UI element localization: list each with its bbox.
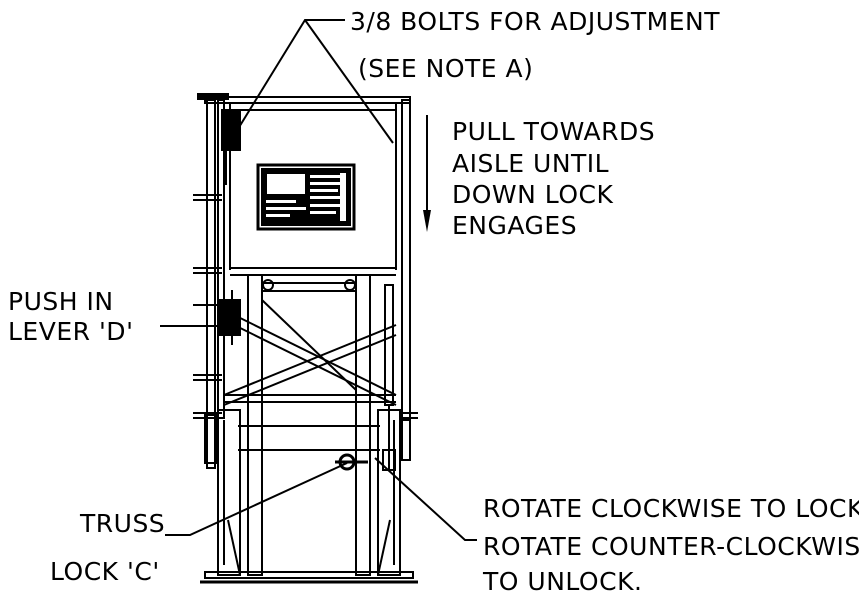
pull-label-line3: DOWN LOCK — [452, 180, 613, 209]
rotate-label-line1: ROTATE CLOCKWISE TO LOCK. — [483, 494, 859, 523]
bolts-leader — [232, 19, 345, 138]
bolts-label-line1: 3/8 BOLTS FOR ADJUSTMENT — [350, 7, 720, 36]
rotate-label-line3: TO UNLOCK. — [482, 567, 642, 596]
lower-leg-left — [217, 409, 241, 576]
push-label-line2: LEVER 'D' — [8, 317, 133, 346]
pull-label-line4: ENGAGES — [452, 211, 577, 240]
truss-label-line2: LOCK 'C' — [50, 557, 160, 586]
truss-label-line1: TRUSS — [79, 509, 165, 538]
top-cap — [197, 93, 229, 100]
cross-bracing — [223, 299, 397, 406]
upper-bolt-bracket — [221, 109, 241, 151]
rotate-leader — [374, 457, 477, 541]
truss-leader — [165, 462, 348, 536]
pull-label-line2: AISLE UNTIL — [452, 149, 609, 178]
left-post-outer — [206, 99, 216, 469]
base-plate — [204, 571, 414, 579]
pull-direction-arrow — [423, 115, 431, 232]
rotate-label-line2: ROTATE COUNTER-CLOCKWISE — [483, 532, 859, 561]
right-post-outer — [401, 99, 411, 461]
truss-lock-c — [335, 453, 368, 471]
instruction-placard — [256, 163, 356, 231]
pull-label-line1: PULL TOWARDS — [452, 117, 655, 146]
bolts-leader-branch — [304, 19, 394, 144]
truss-assembly — [193, 93, 418, 584]
lower-leg-right — [377, 409, 401, 576]
push-label-line1: PUSH IN — [8, 287, 114, 316]
side-ticks — [193, 194, 418, 419]
top-rail — [204, 96, 411, 104]
bolts-label-line2: (SEE NOTE A) — [358, 54, 533, 83]
